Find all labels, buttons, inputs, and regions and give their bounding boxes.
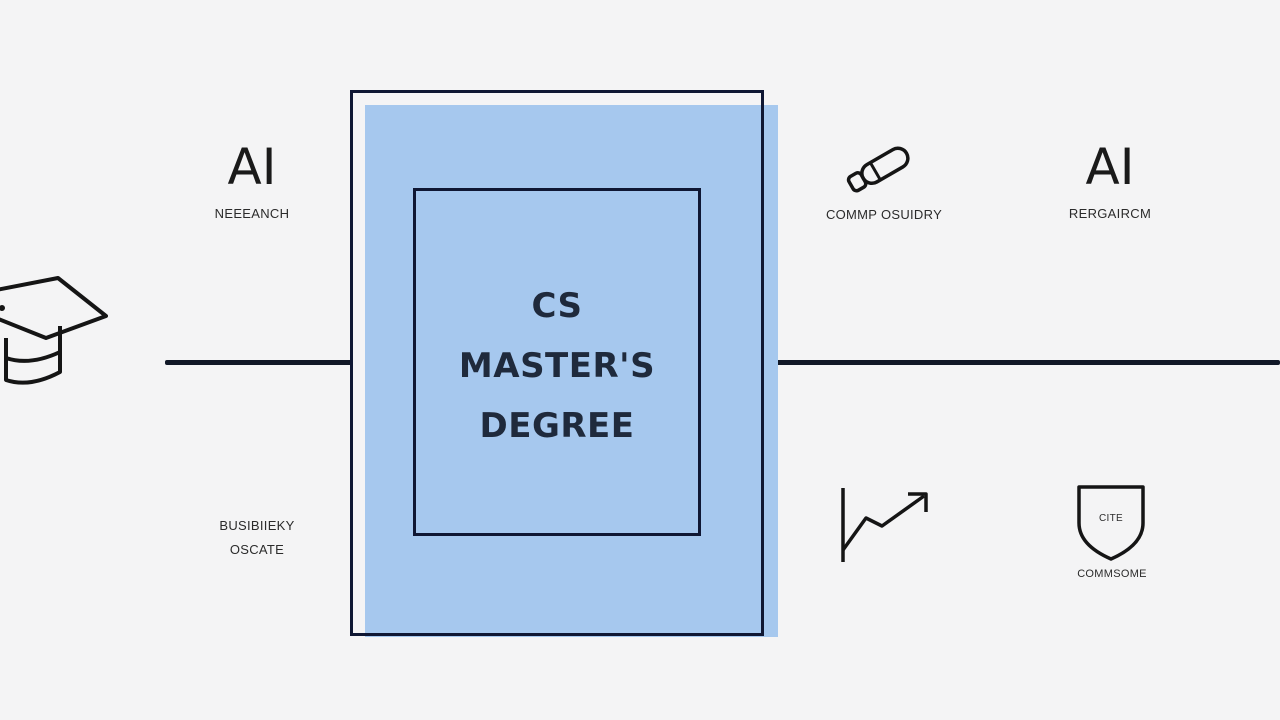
shield-icon	[1077, 485, 1145, 561]
right-connector-line	[762, 360, 1280, 365]
right-ai-heading: AI	[1085, 138, 1135, 196]
telescope-icon	[846, 146, 910, 193]
right-bottom-2-caption: COMMSOME	[1077, 568, 1147, 580]
left-connector-line	[165, 360, 352, 365]
right-top-1-caption: COMMP OSUIDRY	[825, 207, 943, 222]
right-ai-caption: RERGAIRCM	[1068, 206, 1152, 221]
left-ai-caption: NEEEANCH	[214, 206, 290, 221]
center-title-line-2: MASTER'S	[458, 346, 656, 386]
center-title: CS MASTER'S DEGREE	[413, 276, 701, 456]
center-inner-box	[413, 188, 701, 536]
left-ai-heading: AI	[227, 138, 277, 196]
center-title-line-1: CS	[531, 286, 583, 326]
center-title-line-3: DEGREE	[479, 406, 635, 446]
left-bottom-caption-1: BUSIBIIEKY	[219, 518, 295, 533]
graduation-cap-icon	[0, 276, 108, 385]
shield-badge-text: CITE	[1099, 513, 1123, 524]
left-bottom-caption-2: OSCATE	[229, 542, 285, 557]
center-outer-box	[350, 90, 764, 636]
trend-arrow-icon	[841, 488, 928, 562]
